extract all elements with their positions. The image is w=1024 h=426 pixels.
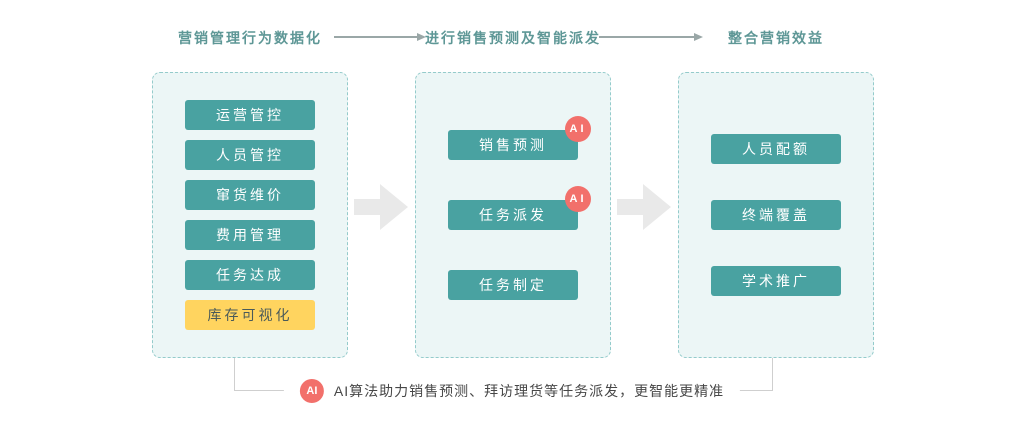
node-expense-management: 费用管理 <box>185 220 315 250</box>
ai-badge-icon: AI <box>299 379 324 403</box>
node-personnel-quota: 人员配额 <box>711 134 841 164</box>
node-terminal-coverage: 终端覆盖 <box>711 200 841 230</box>
node-sales-forecast: 销售预测 AI <box>448 116 591 160</box>
node-channel-price-maintenance: 窜货维价 <box>185 180 315 210</box>
node-label: 终端覆盖 <box>742 207 810 223</box>
node-label: 窜货维价 <box>216 187 284 203</box>
node-label: 人员配额 <box>742 141 810 157</box>
connector-line <box>772 358 773 391</box>
node-task-dispatch: 任务派发 AI <box>448 186 591 230</box>
node-label: 任务达成 <box>216 267 284 283</box>
node-task-planning: 任务制定 <box>448 270 578 300</box>
node-inventory-visualization: 库存可视化 <box>185 300 315 330</box>
arrow-right-icon <box>334 33 426 41</box>
panel-marketing-enablement: 人员配额 终端覆盖 学术推广 <box>678 72 874 358</box>
footnote: AI AI算法助力销售预测、拜访理货等任务派发，更智能更精准 <box>283 377 741 405</box>
node-operations-control: 运营管控 <box>185 100 315 130</box>
panel-marketing-management: 运营管控 人员管控 窜货维价 费用管理 任务达成 库存可视化 <box>152 72 348 358</box>
node-label: 运营管控 <box>216 107 284 123</box>
node-label: 任务制定 <box>479 277 547 293</box>
flow-arrow-icon <box>617 184 671 230</box>
stage-title-marketing-benefit: 整合营销效益 <box>728 30 824 46</box>
node-label: 任务派发 <box>479 207 547 223</box>
node-label: 销售预测 <box>479 137 547 153</box>
flow-arrow-icon <box>354 184 408 230</box>
ai-badge-icon: AI <box>565 186 591 212</box>
node-label: 人员管控 <box>216 147 284 163</box>
footnote-text: AI算法助力销售预测、拜访理货等任务派发，更智能更精准 <box>333 383 725 399</box>
node-label: 费用管理 <box>216 227 284 243</box>
ai-badge-icon: AI <box>565 116 591 142</box>
panel-forecast-dispatch: 销售预测 AI 任务派发 AI 任务制定 <box>415 72 611 358</box>
node-label: 学术推广 <box>742 273 810 289</box>
connector-line <box>234 358 235 391</box>
node-personnel-control: 人员管控 <box>185 140 315 170</box>
arrow-right-icon <box>599 33 703 41</box>
node-label: 库存可视化 <box>207 307 293 323</box>
node-task-completion: 任务达成 <box>185 260 315 290</box>
node-academic-promotion: 学术推广 <box>711 266 841 296</box>
stage-title-forecast-dispatch: 进行销售预测及智能派发 <box>425 30 601 46</box>
stage-title-digitization: 营销管理行为数据化 <box>178 30 322 46</box>
